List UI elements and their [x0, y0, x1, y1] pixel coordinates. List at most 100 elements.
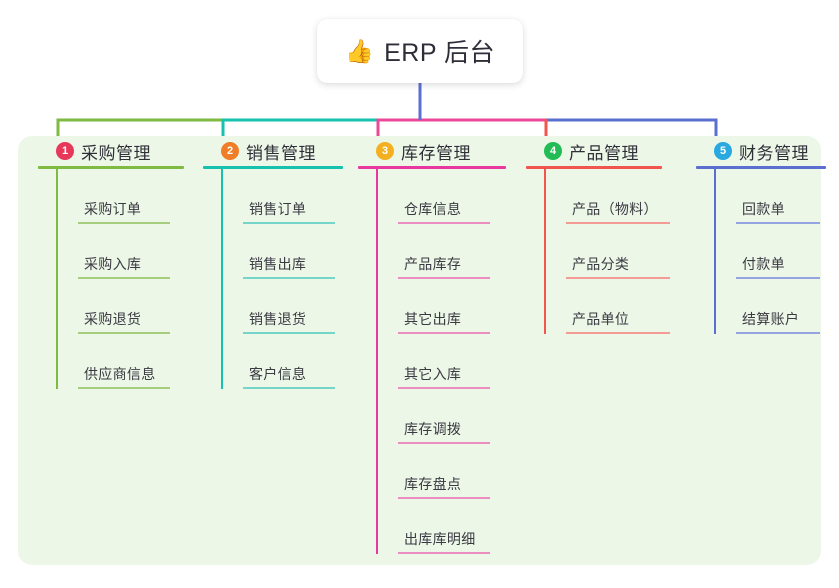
branch-item[interactable]: 销售订单: [243, 169, 343, 224]
branch-item-label: 产品（物料）: [572, 201, 658, 217]
branch-item-rule: [398, 277, 490, 279]
branch-item-label: 采购退货: [84, 311, 142, 327]
branch-header-5[interactable]: 5 财务管理: [696, 136, 826, 166]
branch-item-rule: [78, 277, 170, 279]
branch-item-label: 产品库存: [404, 256, 462, 272]
branch-badge-5: 5: [714, 142, 732, 160]
branch-header-2[interactable]: 2 销售管理: [203, 136, 343, 166]
branch-items-2: 销售订单销售出库销售退货客户信息: [221, 169, 343, 389]
branch-item[interactable]: 库存盘点: [398, 444, 506, 499]
branch-spine-1: [56, 169, 58, 389]
branch-item-label: 销售订单: [249, 201, 307, 217]
branch-column-4: 4 产品管理产品（物料） 产品分类产品单位: [526, 136, 670, 334]
branch-item[interactable]: 产品分类: [566, 224, 670, 279]
branch-spine-3: [376, 169, 378, 554]
branch-header-3[interactable]: 3 库存管理: [358, 136, 506, 166]
branch-item[interactable]: 采购订单: [78, 169, 184, 224]
thumbs-up-icon: 👍: [344, 37, 375, 64]
branch-item[interactable]: 库存调拨: [398, 389, 506, 444]
branch-header-rule-3: [358, 166, 506, 169]
branch-item-rule: [78, 387, 170, 389]
branch-column-5: 5 财务管理回款单付款单结算账户: [696, 136, 826, 334]
branch-item-label: 其它出库: [404, 311, 462, 327]
branch-title-4: 产品管理: [569, 143, 639, 163]
branch-item[interactable]: 采购退货: [78, 279, 184, 334]
branch-item[interactable]: 其它入库: [398, 334, 506, 389]
branch-items-5: 回款单付款单结算账户: [714, 169, 826, 334]
branch-item[interactable]: 采购入库: [78, 224, 184, 279]
branch-spine-2: [221, 169, 223, 389]
branch-item-rule: [243, 277, 335, 279]
branch-item-rule: [566, 332, 670, 334]
branch-item-rule: [736, 277, 820, 279]
branch-item-rule: [736, 332, 820, 334]
branch-item[interactable]: 仓库信息: [398, 169, 506, 224]
branch-header-rule-5: [696, 166, 826, 169]
branch-item-rule: [736, 222, 820, 224]
branch-item[interactable]: 付款单: [736, 224, 826, 279]
branch-items-3: 仓库信息产品库存其它出库其它入库库存调拨库存盘点出库库明细: [376, 169, 506, 554]
branch-item-rule: [243, 387, 335, 389]
branch-item[interactable]: 销售出库: [243, 224, 343, 279]
branch-item-label: 付款单: [742, 256, 785, 272]
branch-title-2: 销售管理: [246, 143, 316, 163]
branch-item-rule: [566, 222, 670, 224]
branch-item-label: 库存调拨: [404, 421, 462, 437]
branch-item-label: 仓库信息: [404, 201, 462, 217]
branch-items-4: 产品（物料） 产品分类产品单位: [544, 169, 670, 334]
branch-item-label: 销售出库: [249, 256, 307, 272]
branch-item-label: 客户信息: [249, 366, 307, 382]
branch-header-rule-1: [38, 166, 184, 169]
branch-badge-4: 4: [544, 142, 562, 160]
branch-item-rule: [243, 222, 335, 224]
branch-item[interactable]: 结算账户: [736, 279, 826, 334]
branch-item-rule: [78, 222, 170, 224]
branch-column-3: 3 库存管理仓库信息产品库存其它出库其它入库库存调拨库存盘点出库库明细: [358, 136, 506, 554]
branch-item[interactable]: 回款单: [736, 169, 826, 224]
branch-header-4[interactable]: 4 产品管理: [526, 136, 662, 166]
branch-header-rule-4: [526, 166, 662, 169]
branch-item-label: 供应商信息: [84, 366, 156, 382]
branch-item-rule: [243, 332, 335, 334]
branch-badge-1: 1: [56, 142, 74, 160]
root-node[interactable]: 👍 ERP 后台: [317, 19, 523, 83]
branch-header-rule-2: [203, 166, 343, 169]
branch-item-label: 销售退货: [249, 311, 307, 327]
branch-item[interactable]: 销售退货: [243, 279, 343, 334]
branch-badge-2: 2: [221, 142, 239, 160]
branch-item-rule: [398, 222, 490, 224]
branch-item-label: 产品单位: [572, 311, 630, 327]
branch-item-rule: [398, 332, 490, 334]
branch-item-label: 出库库明细: [404, 531, 476, 547]
branch-item[interactable]: 客户信息: [243, 334, 343, 389]
branch-item-rule: [398, 497, 490, 499]
branch-item-rule: [566, 277, 670, 279]
branch-item-label: 采购入库: [84, 256, 142, 272]
branch-item-label: 采购订单: [84, 201, 142, 217]
branch-column-2: 2 销售管理销售订单销售出库销售退货客户信息: [203, 136, 343, 389]
branch-item-rule: [398, 387, 490, 389]
branch-item[interactable]: 产品（物料）: [566, 169, 670, 224]
branch-item[interactable]: 产品库存: [398, 224, 506, 279]
branch-title-5: 财务管理: [739, 143, 809, 163]
branch-item-label: 库存盘点: [404, 476, 462, 492]
branch-item-rule: [398, 552, 490, 554]
branch-items-1: 采购订单采购入库采购退货供应商信息: [56, 169, 184, 389]
branch-item-label: 回款单: [742, 201, 785, 217]
branch-item-label: 结算账户: [742, 311, 800, 327]
branch-title-3: 库存管理: [401, 143, 471, 163]
branch-item-rule: [398, 442, 490, 444]
branch-item[interactable]: 供应商信息: [78, 334, 184, 389]
branch-spine-4: [544, 169, 546, 334]
root-title-text: ERP 后台: [384, 39, 496, 67]
branch-badge-3: 3: [376, 142, 394, 160]
branch-item[interactable]: 出库库明细: [398, 499, 506, 554]
branch-item[interactable]: 产品单位: [566, 279, 670, 334]
branch-item-rule: [78, 332, 170, 334]
branch-item[interactable]: 其它出库: [398, 279, 506, 334]
branch-spine-5: [714, 169, 716, 334]
